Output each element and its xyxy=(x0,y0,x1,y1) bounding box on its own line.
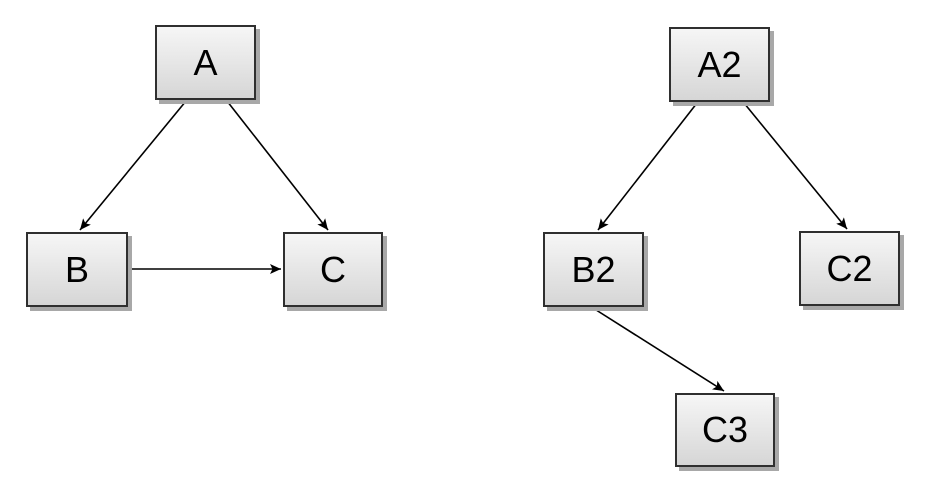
node-C3-label: C3 xyxy=(701,409,749,450)
node-A2-label: A2 xyxy=(697,43,742,85)
node-B: B xyxy=(26,232,128,307)
edge-A-to-B xyxy=(79,100,187,231)
edge-A2-to-C2 xyxy=(743,102,848,230)
node-B2-label: B2 xyxy=(571,248,616,290)
node-B-label: B xyxy=(64,248,89,290)
node-A-label: A xyxy=(193,41,218,83)
node-B2: B2 xyxy=(543,232,644,307)
node-C-label: C xyxy=(320,248,346,290)
edge-B2-to-C3 xyxy=(592,307,725,392)
node-A2: A2 xyxy=(669,27,770,102)
node-C: C xyxy=(283,232,383,307)
node-C2: C2 xyxy=(799,231,900,306)
node-A: A xyxy=(155,25,256,100)
edge-A-to-C xyxy=(226,100,329,231)
node-C3: C3 xyxy=(675,393,775,467)
node-C2-label: C2 xyxy=(826,247,873,289)
edge-A2-to-B2 xyxy=(597,102,698,231)
